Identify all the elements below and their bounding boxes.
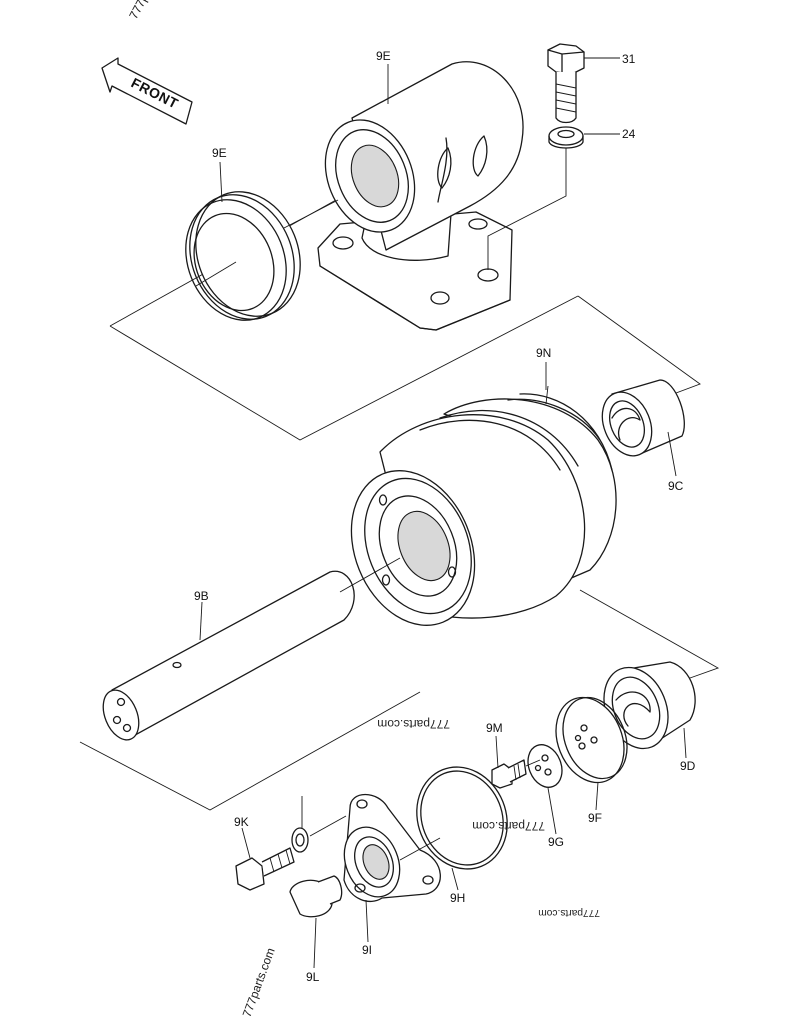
callout-9f: 9F (588, 811, 602, 825)
bolt-31 (547, 43, 585, 124)
callout-24: 24 (622, 127, 636, 141)
end-cap-9i (343, 794, 441, 903)
o-ring-9h (416, 766, 508, 870)
shaft-9b (102, 570, 355, 741)
callout-9g: 9G (548, 835, 564, 849)
callout-9c: 9C (668, 479, 684, 493)
callout-31: 31 (622, 52, 636, 66)
plate-9f (555, 696, 628, 784)
callout-9l: 9L (306, 970, 320, 984)
washer-9k (291, 827, 309, 853)
callout-9i: 9I (362, 943, 372, 957)
bolt-9m (491, 759, 527, 789)
callout-9e-top: 9E (376, 49, 391, 63)
watermark-bottom-left: 777parts.com (240, 946, 278, 1019)
watermark-top: 777p (126, 0, 151, 21)
callout-9k: 9K (234, 815, 249, 829)
bushing-9c (601, 379, 685, 457)
assembly-panel-upper (109, 295, 579, 441)
callout-9n: 9N (536, 346, 551, 360)
seal-ring-9e (185, 191, 301, 321)
callout-9h: 9H (450, 891, 465, 905)
watermark-center: 777parts.com (377, 717, 450, 731)
bolt-9k (235, 847, 295, 891)
callout-9b: 9B (194, 589, 209, 603)
callout-9m: 9M (486, 721, 503, 735)
roller-9n (350, 393, 617, 626)
callout-9e-left: 9E (212, 146, 227, 160)
watermark-bottom-right: 777parts.com (538, 907, 600, 918)
watermark-right: 777parts.com (472, 819, 545, 833)
callout-9d: 9D (680, 759, 696, 773)
plug-9l (289, 875, 343, 918)
washer-24 (548, 126, 584, 149)
bracket-housing (317, 61, 524, 331)
lock-plate-9g (527, 744, 563, 788)
front-arrow-icon: FRONT (101, 57, 193, 125)
